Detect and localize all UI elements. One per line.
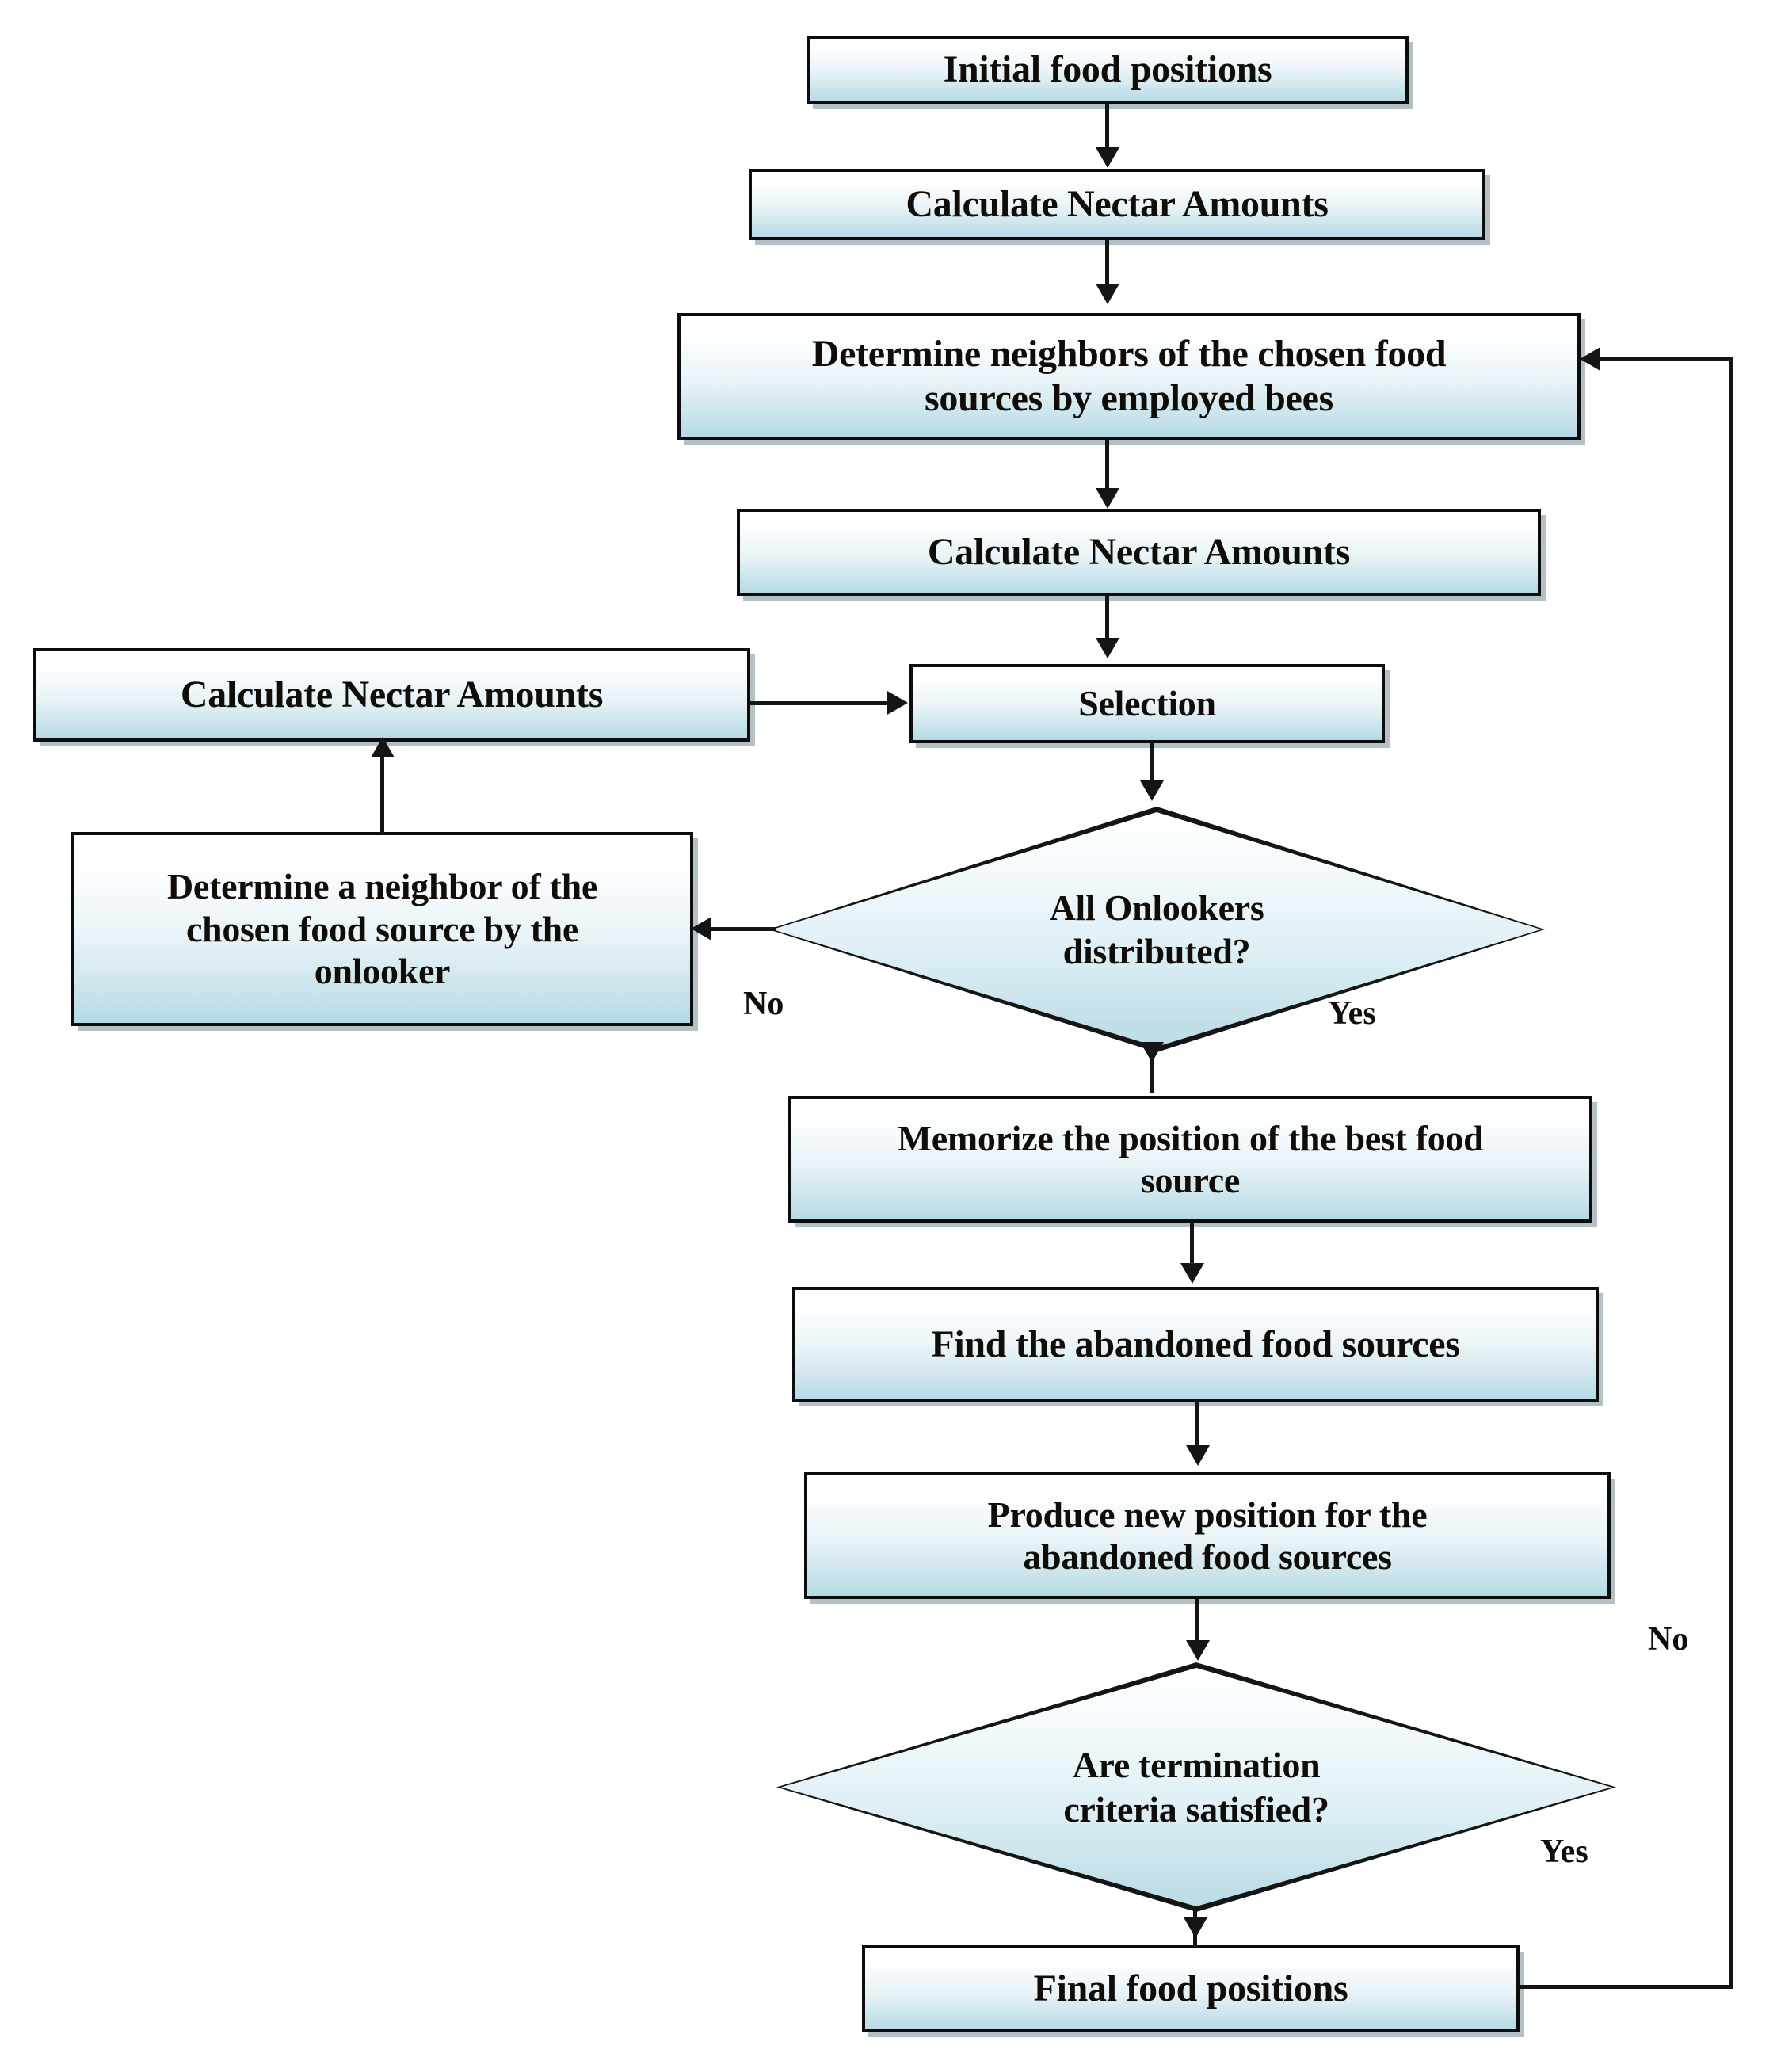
connector-calc3-to-selection xyxy=(750,701,890,705)
node-label: Calculate Nectar Amounts xyxy=(927,531,1351,574)
connector-feedback-right xyxy=(1729,357,1733,1987)
connector-memorize-to-find-abandoned xyxy=(1190,1223,1194,1272)
decision-label-line1: Are termination xyxy=(1072,1745,1321,1786)
node-label-line1: Memorize the position of the best food xyxy=(897,1117,1484,1158)
node-determine-neighbor-onlooker[interactable]: Determine a neighbor of the chosen food … xyxy=(71,832,693,1026)
node-label-line2: sources by employed bees xyxy=(925,377,1333,419)
connector-initial-to-calc1 xyxy=(1105,104,1109,153)
arrowhead-decision1-no-to-onlooker xyxy=(691,917,711,941)
arrowhead-decision1-yes-to-memorize xyxy=(1140,1042,1164,1063)
node-determine-neighbors-employed-bees[interactable]: Determine neighbors of the chosen food s… xyxy=(677,313,1581,440)
connector-determine-neighbors-to-calc2 xyxy=(1105,440,1109,494)
arrowhead-feedback-to-determine-neighbors xyxy=(1580,347,1600,371)
arrowhead-determine-neighbors-to-calc2 xyxy=(1096,488,1119,509)
decision-all-onlookers-distributed[interactable]: All Onlookers distributed? xyxy=(772,812,1541,1047)
node-label: Memorize the position of the best food s… xyxy=(887,1117,1495,1202)
connector-calc1-to-determine-neighbors xyxy=(1105,240,1109,289)
node-label-line2: abandoned food sources xyxy=(1023,1536,1392,1577)
decision-label: Are termination criteria satisfied? xyxy=(1063,1743,1329,1830)
arrowhead-decision2-yes-to-final xyxy=(1184,1917,1207,1938)
node-initial-food-positions[interactable]: Initial food positions xyxy=(807,36,1409,104)
node-label: Determine neighbors of the chosen food s… xyxy=(801,332,1458,420)
arrowhead-produce-new-to-decision2 xyxy=(1186,1640,1210,1661)
connector-decision1-no-to-onlooker xyxy=(709,927,776,931)
connector-find-abandoned-to-produce-new xyxy=(1195,1402,1199,1456)
node-memorize-best-food-source[interactable]: Memorize the position of the best food s… xyxy=(788,1096,1592,1223)
node-label-line3: onlooker xyxy=(314,951,451,992)
decision-label-line2: criteria satisfied? xyxy=(1063,1788,1329,1830)
decision-label: All Onlookers distributed? xyxy=(1050,886,1264,973)
node-produce-new-position[interactable]: Produce new position for the abandoned f… xyxy=(804,1472,1611,1599)
decision-termination-criteria[interactable]: Are termination criteria satisfied? xyxy=(781,1668,1611,1906)
node-calculate-nectar-amounts-3[interactable]: Calculate Nectar Amounts xyxy=(33,648,750,742)
node-label: Find the abandoned food sources xyxy=(931,1322,1460,1365)
arrowhead-onlooker-to-calc3 xyxy=(371,737,395,757)
arrowhead-calc3-to-selection xyxy=(887,691,908,715)
node-label: Selection xyxy=(1078,683,1216,724)
connector-feedback-top xyxy=(1600,357,1732,361)
connector-calc2-to-selection xyxy=(1105,596,1109,645)
arrowhead-initial-to-calc1 xyxy=(1096,147,1119,168)
arrowhead-calc2-to-selection xyxy=(1096,638,1119,658)
decision-label-line1: All Onlookers xyxy=(1049,887,1264,928)
node-calculate-nectar-amounts-2[interactable]: Calculate Nectar Amounts xyxy=(737,509,1541,596)
node-label-line1: Determine neighbors of the chosen food xyxy=(811,333,1447,376)
node-label: Calculate Nectar Amounts xyxy=(180,673,604,716)
node-label: Initial food positions xyxy=(943,48,1272,91)
edge-label-termination-no: No xyxy=(1648,1621,1689,1658)
node-label: Final food positions xyxy=(1033,1967,1348,2010)
node-label-line1: Produce new position for the xyxy=(987,1494,1428,1535)
arrowhead-memorize-to-find-abandoned xyxy=(1180,1263,1204,1284)
edge-label-onlookers-no: No xyxy=(743,986,784,1022)
connector-produce-new-to-decision2 xyxy=(1195,1599,1199,1653)
node-label-line2: source xyxy=(1140,1160,1241,1200)
connector-decision1-yes-to-memorize xyxy=(1150,1044,1154,1093)
arrowhead-find-abandoned-to-produce-new xyxy=(1186,1445,1210,1466)
node-find-abandoned-food-sources[interactable]: Find the abandoned food sources xyxy=(792,1287,1599,1402)
node-label: Calculate Nectar Amounts xyxy=(906,183,1329,226)
node-label-line1: Determine a neighbor of the xyxy=(167,866,597,907)
arrowhead-calc1-to-determine-neighbors xyxy=(1096,284,1119,304)
node-label: Produce new position for the abandoned f… xyxy=(977,1494,1439,1578)
connector-feedback-bottom xyxy=(1520,1985,1733,1989)
decision-label-line2: distributed? xyxy=(1062,931,1251,971)
node-label-line2: chosen food source by the xyxy=(185,908,579,949)
node-final-food-positions[interactable]: Final food positions xyxy=(862,1945,1520,2032)
arrowhead-selection-to-decision1 xyxy=(1140,780,1164,801)
connector-onlooker-to-calc3 xyxy=(380,754,384,834)
edge-label-onlookers-yes: Yes xyxy=(1328,995,1376,1032)
connector-selection-to-decision1 xyxy=(1150,743,1154,797)
node-selection[interactable]: Selection xyxy=(909,664,1385,743)
edge-label-termination-yes: Yes xyxy=(1540,1834,1588,1870)
node-calculate-nectar-amounts-1[interactable]: Calculate Nectar Amounts xyxy=(749,169,1485,240)
node-label: Determine a neighbor of the chosen food … xyxy=(156,865,608,992)
